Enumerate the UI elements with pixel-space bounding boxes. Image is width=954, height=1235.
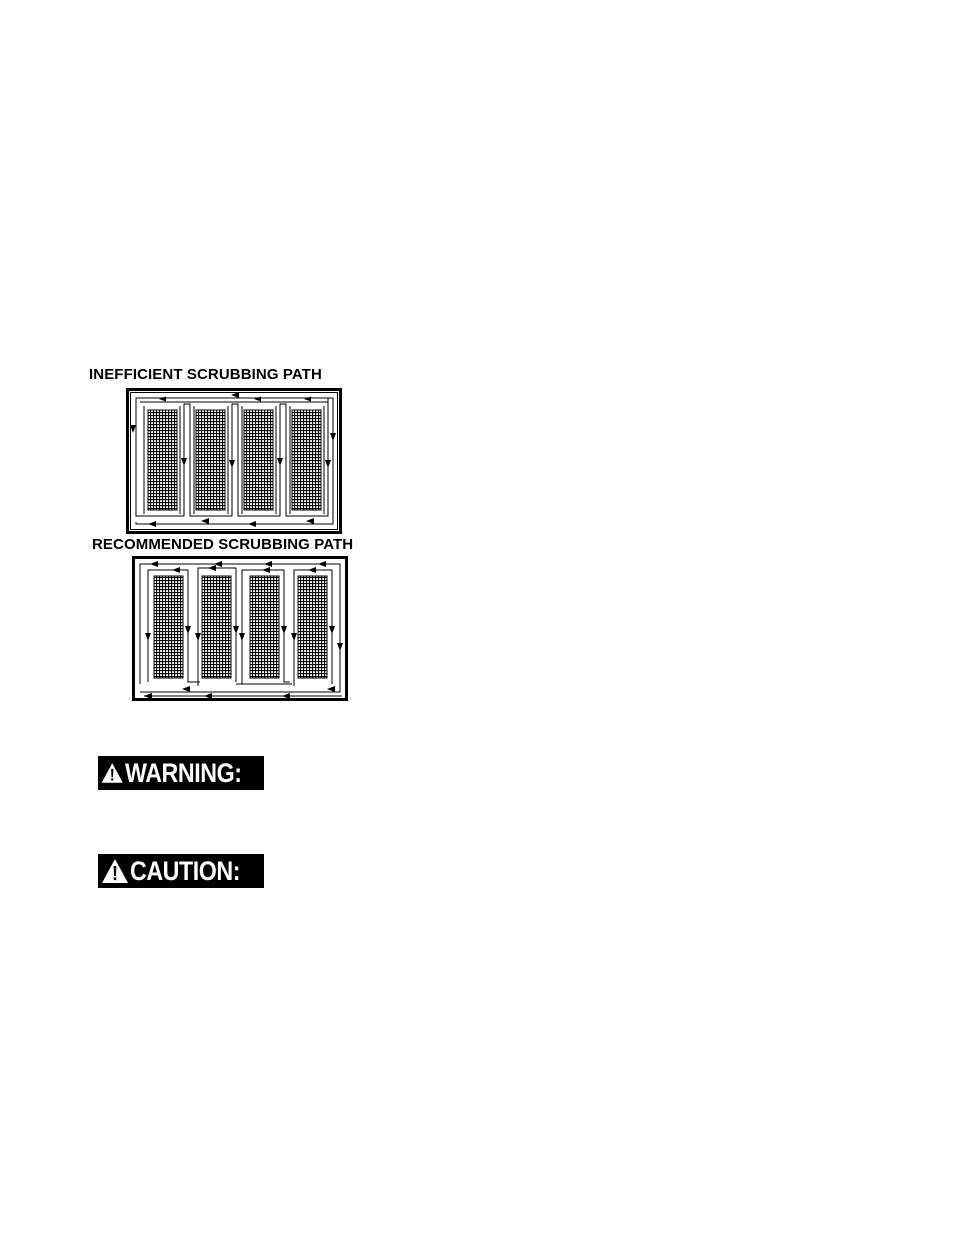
scrub-path [135,397,334,525]
floor-outline [126,388,342,534]
warning-triangle-icon [102,859,128,883]
warning-label: WARNING: [124,758,242,788]
warning-triangle-icon [101,763,123,783]
caution-label: CAUTION: [130,856,241,886]
warning-badge: WARNING: [98,756,264,790]
direction-arrows [144,561,343,699]
inefficient-scrubbing-diagram [126,388,342,534]
floor-outline [132,556,348,701]
direction-arrows [130,392,336,527]
recommended-path-title: RECOMMENDED SCRUBBING PATH [92,536,354,553]
caution-badge: CAUTION: [98,854,264,888]
inefficient-path-title: INEFFICIENT SCRUBBING PATH [89,366,322,383]
obstacles [147,409,322,511]
obstacles [153,575,328,679]
inner-border [130,392,338,530]
recommended-scrubbing-diagram [132,556,348,701]
